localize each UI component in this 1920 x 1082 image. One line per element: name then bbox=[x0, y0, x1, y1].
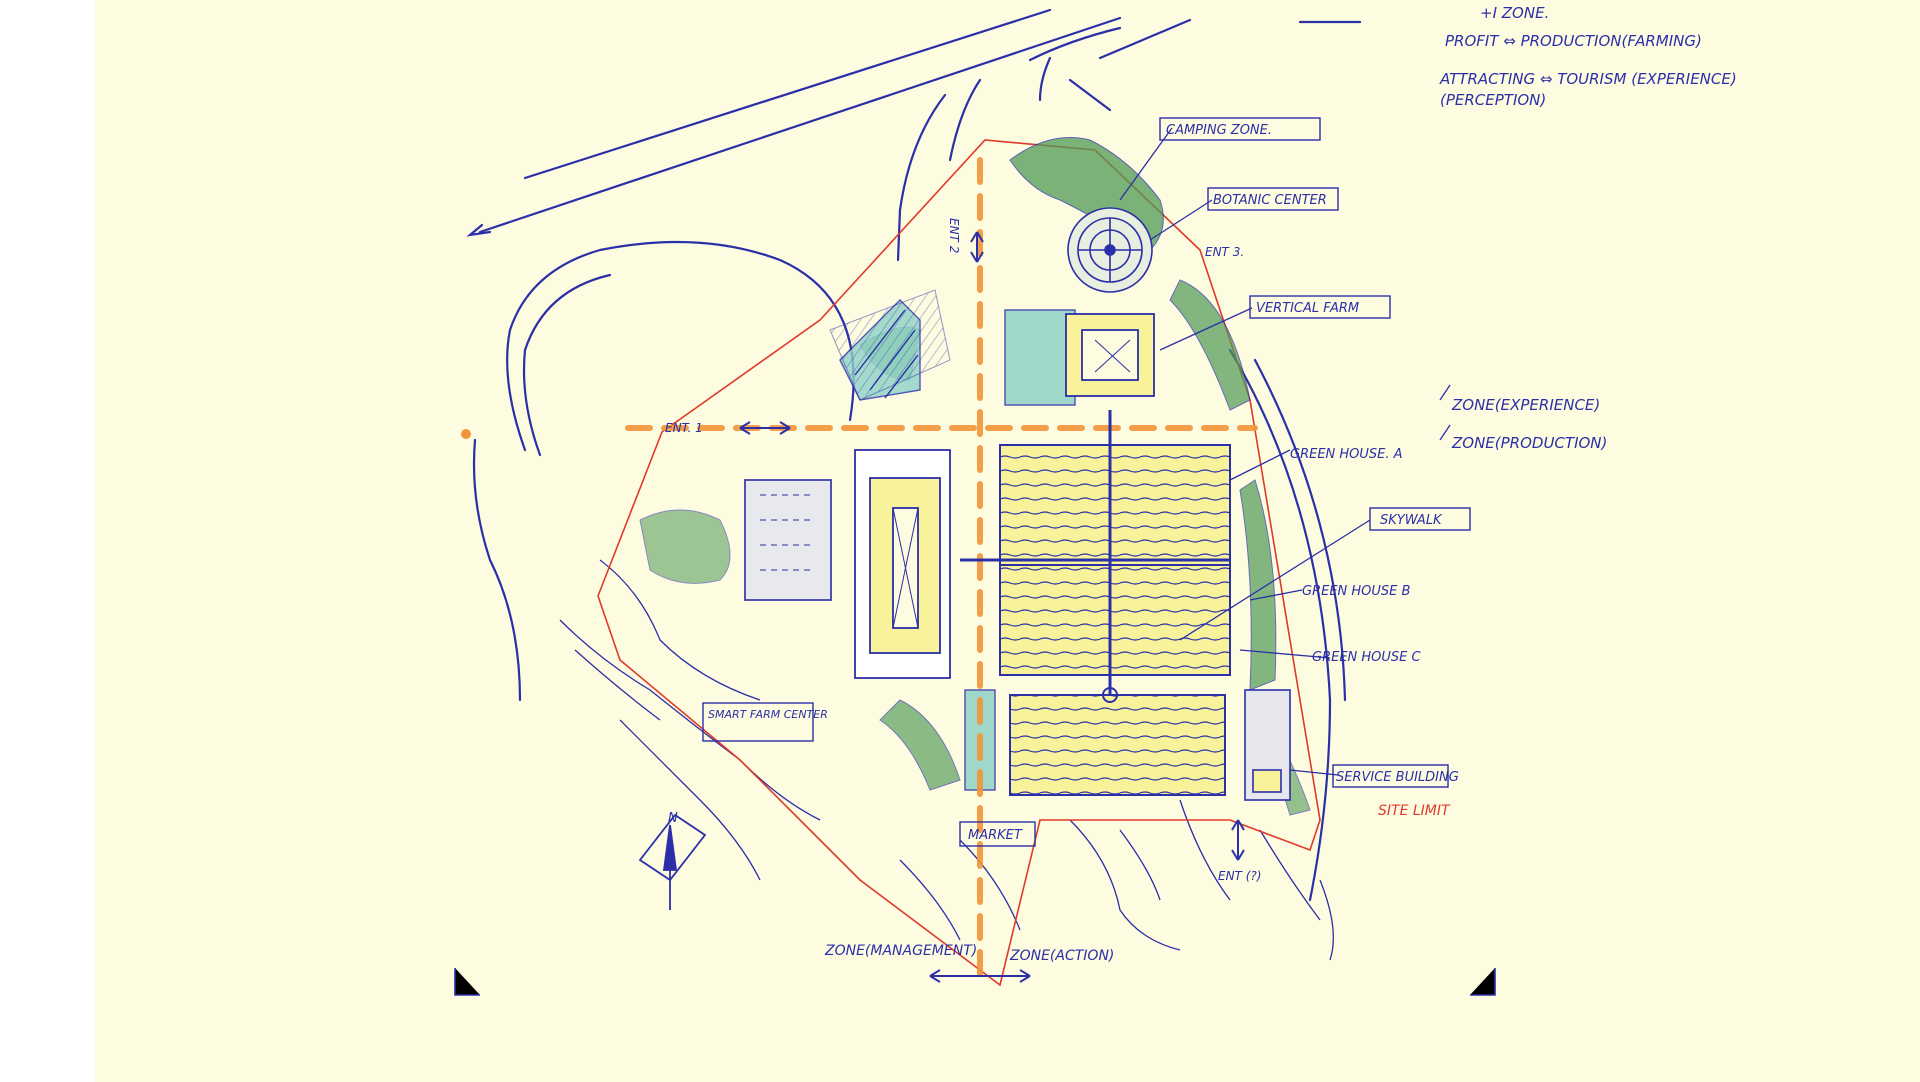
hatched-parcel bbox=[829, 289, 951, 401]
label-camping-zone: CAMPING ZONE. bbox=[1166, 123, 1272, 138]
label-green-house-a: GREEN HOUSE. A bbox=[1290, 447, 1403, 462]
north-arrow bbox=[638, 813, 707, 910]
zone-action: ZONE(ACTION) bbox=[1009, 948, 1114, 964]
zone-experience: ZONE(EXPERIENCE) bbox=[1451, 396, 1600, 414]
note-profit: PROFIT ⇔ PRODUCTION(FARMING) bbox=[1445, 32, 1702, 50]
botanic-center bbox=[1067, 207, 1153, 293]
label-north: N bbox=[668, 811, 678, 826]
color-dot bbox=[461, 429, 471, 439]
entrance-arrows bbox=[739, 231, 1245, 983]
label-site-limit: SITE LIMIT bbox=[1378, 803, 1451, 819]
entrance-1: ENT. 1 bbox=[665, 421, 703, 435]
label-service-building: SERVICE BUILDING bbox=[1336, 770, 1459, 785]
leader-lines bbox=[1119, 127, 1451, 776]
entrance-3: ENT 3. bbox=[1205, 245, 1244, 259]
note-attracting: ATTRACTING ⇔ TOURISM (EXPERIENCE) bbox=[1439, 70, 1737, 88]
orange-axes bbox=[625, 157, 1258, 988]
note-zone-title: +I ZONE. bbox=[1480, 4, 1549, 22]
site-limit-line bbox=[597, 139, 1321, 987]
entrance-2: ENT 2 bbox=[947, 218, 961, 253]
vertical-farm bbox=[1065, 313, 1155, 397]
crop-marks bbox=[454, 968, 1496, 996]
zone-production: ZONE(PRODUCTION) bbox=[1451, 434, 1607, 452]
label-smart-farm-center: SMART FARM CENTER bbox=[708, 708, 828, 721]
label-green-house-c: GREEN HOUSE C bbox=[1312, 650, 1422, 665]
zone-management: ZONE(MANAGEMENT) bbox=[824, 943, 977, 959]
label-vertical-farm: VERTICAL FARM bbox=[1256, 301, 1359, 316]
label-botanic-center: BOTANIC CENTER bbox=[1213, 193, 1327, 208]
surrounding-context bbox=[559, 559, 1334, 961]
entrance-4: ENT (?) bbox=[1218, 869, 1261, 883]
smart-farm-center bbox=[744, 449, 951, 679]
label-skywalk: SKYWALK bbox=[1380, 513, 1443, 528]
access-roads bbox=[466, 8, 1362, 902]
label-green-house-b: GREEN HOUSE B bbox=[1302, 584, 1411, 599]
label-boxes bbox=[702, 117, 1471, 847]
service-building bbox=[1244, 689, 1291, 801]
note-perception: (PERCEPTION) bbox=[1440, 91, 1546, 109]
green-houses bbox=[960, 410, 1231, 796]
label-market: MARKET bbox=[968, 828, 1023, 843]
